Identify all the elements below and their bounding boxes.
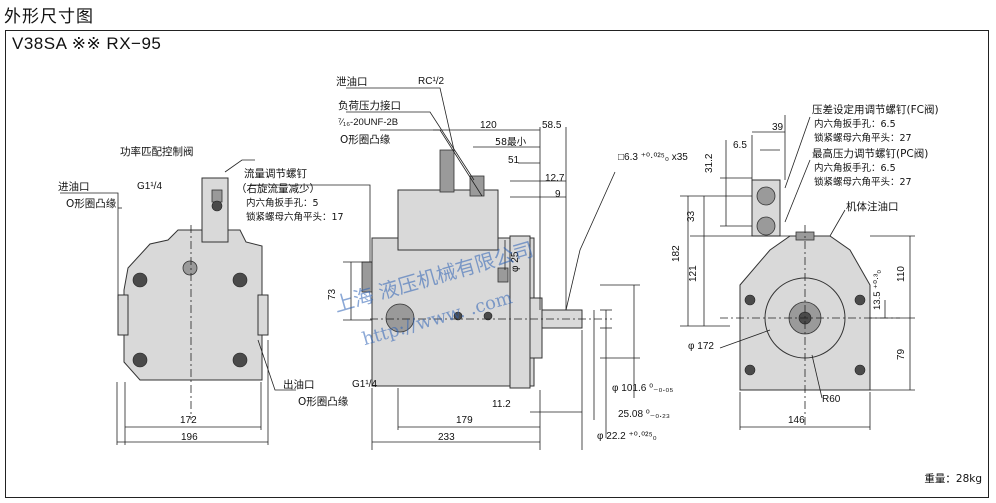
fc-hex-label: 内六角扳手孔：6.5	[814, 119, 896, 130]
drain-size-label: RC¹/2	[418, 76, 445, 87]
dim-79-label: 79	[896, 348, 907, 360]
flow-screw-note-label: （右旋流量减少）	[236, 183, 320, 195]
dim-31-2-label: 31.2	[704, 153, 715, 173]
dim-121-label: 121	[688, 265, 699, 282]
dim-9-label: 9	[555, 189, 561, 200]
side-view-body	[361, 149, 612, 389]
weight-label: 重量：28kg	[924, 473, 982, 485]
dim-12-7-label: 12.7	[545, 173, 565, 184]
flow-nut-label: 锁紧螺母六角平头：17	[246, 212, 344, 223]
dim-phi172-label: φ 172	[688, 341, 714, 352]
load-port-seal-label: O形圈凸缘	[340, 134, 391, 146]
dim-58-5-label: 58.5	[542, 120, 562, 131]
dim-11-2-label: 11.2	[492, 399, 511, 410]
right-view-body	[720, 179, 900, 425]
fc-nut-label: 锁紧螺母六角平头：27	[814, 133, 912, 144]
dim-101-6-label: φ 101.6 ⁰₋₀.₀₅	[612, 383, 674, 394]
inlet-label: 进油口	[58, 181, 90, 193]
outlet-size-label: G1¹/4	[352, 379, 378, 390]
dim-146-label: 146	[788, 415, 805, 426]
dim-58-min-label: 58最小	[495, 137, 527, 148]
dim-182-label: 182	[671, 245, 682, 262]
left-view-body	[117, 177, 269, 420]
pc-screw-label: 最高压力调节螺钉(PC阀)	[812, 148, 929, 160]
drawing-frame	[5, 30, 989, 498]
dim-172-label: 172	[180, 415, 197, 426]
fill-port-label: 机体注油口	[846, 201, 899, 213]
dim-13-5-label: 13.5 ⁺⁰·³₀	[872, 269, 883, 310]
outlet-seal-label: O形圈凸缘	[298, 396, 349, 408]
dim-33-label: 33	[686, 210, 697, 222]
dim-179-label: 179	[456, 415, 473, 426]
flow-hex-label: 内六角扳手孔：5	[246, 198, 319, 209]
inlet-seal-label: O形圈凸缘	[66, 198, 117, 210]
dim-6-5-label: 6.5	[733, 140, 747, 151]
pc-nut-label: 锁紧螺母六角平头：27	[814, 177, 912, 188]
load-port-thread-label: ⁷⁄₁₆-20UNF-2B	[338, 117, 399, 128]
dim-196-label: 196	[181, 432, 198, 443]
dim-39-label: 39	[772, 122, 784, 133]
dim-120-label: 120	[480, 120, 497, 131]
inlet-size-label: G1¹/4	[137, 181, 163, 192]
key-spec-label: □6.3 ⁺⁰·⁰²⁵₀ x35	[618, 152, 688, 163]
flow-screw-label: 流量调节螺钉	[244, 168, 307, 180]
drain-label: 泄油口	[336, 76, 368, 88]
dim-51-label: 51	[508, 155, 520, 166]
load-port-label: 负荷压力接口	[338, 100, 401, 112]
dim-22-2-label: φ 22.2 ⁺⁰·⁰²⁵₀	[597, 431, 657, 442]
pc-hex-label: 内六角扳手孔：6.5	[814, 163, 896, 174]
dim-233-label: 233	[438, 432, 455, 443]
page-heading: 外形尺寸图	[4, 7, 94, 27]
dim-25-08-label: 25.08 ⁰₋₀.₂₃	[618, 409, 670, 420]
power-valve-label: 功率匹配控制阀	[120, 146, 194, 158]
outlet-label: 出油口	[283, 379, 315, 391]
dim-r60-label: R60	[822, 394, 841, 405]
model-number: V38SA ※※ RX−95	[12, 34, 162, 53]
dim-110-label: 110	[896, 266, 907, 282]
fc-screw-label: 压差设定用调节螺钉(FC阀)	[812, 104, 939, 116]
